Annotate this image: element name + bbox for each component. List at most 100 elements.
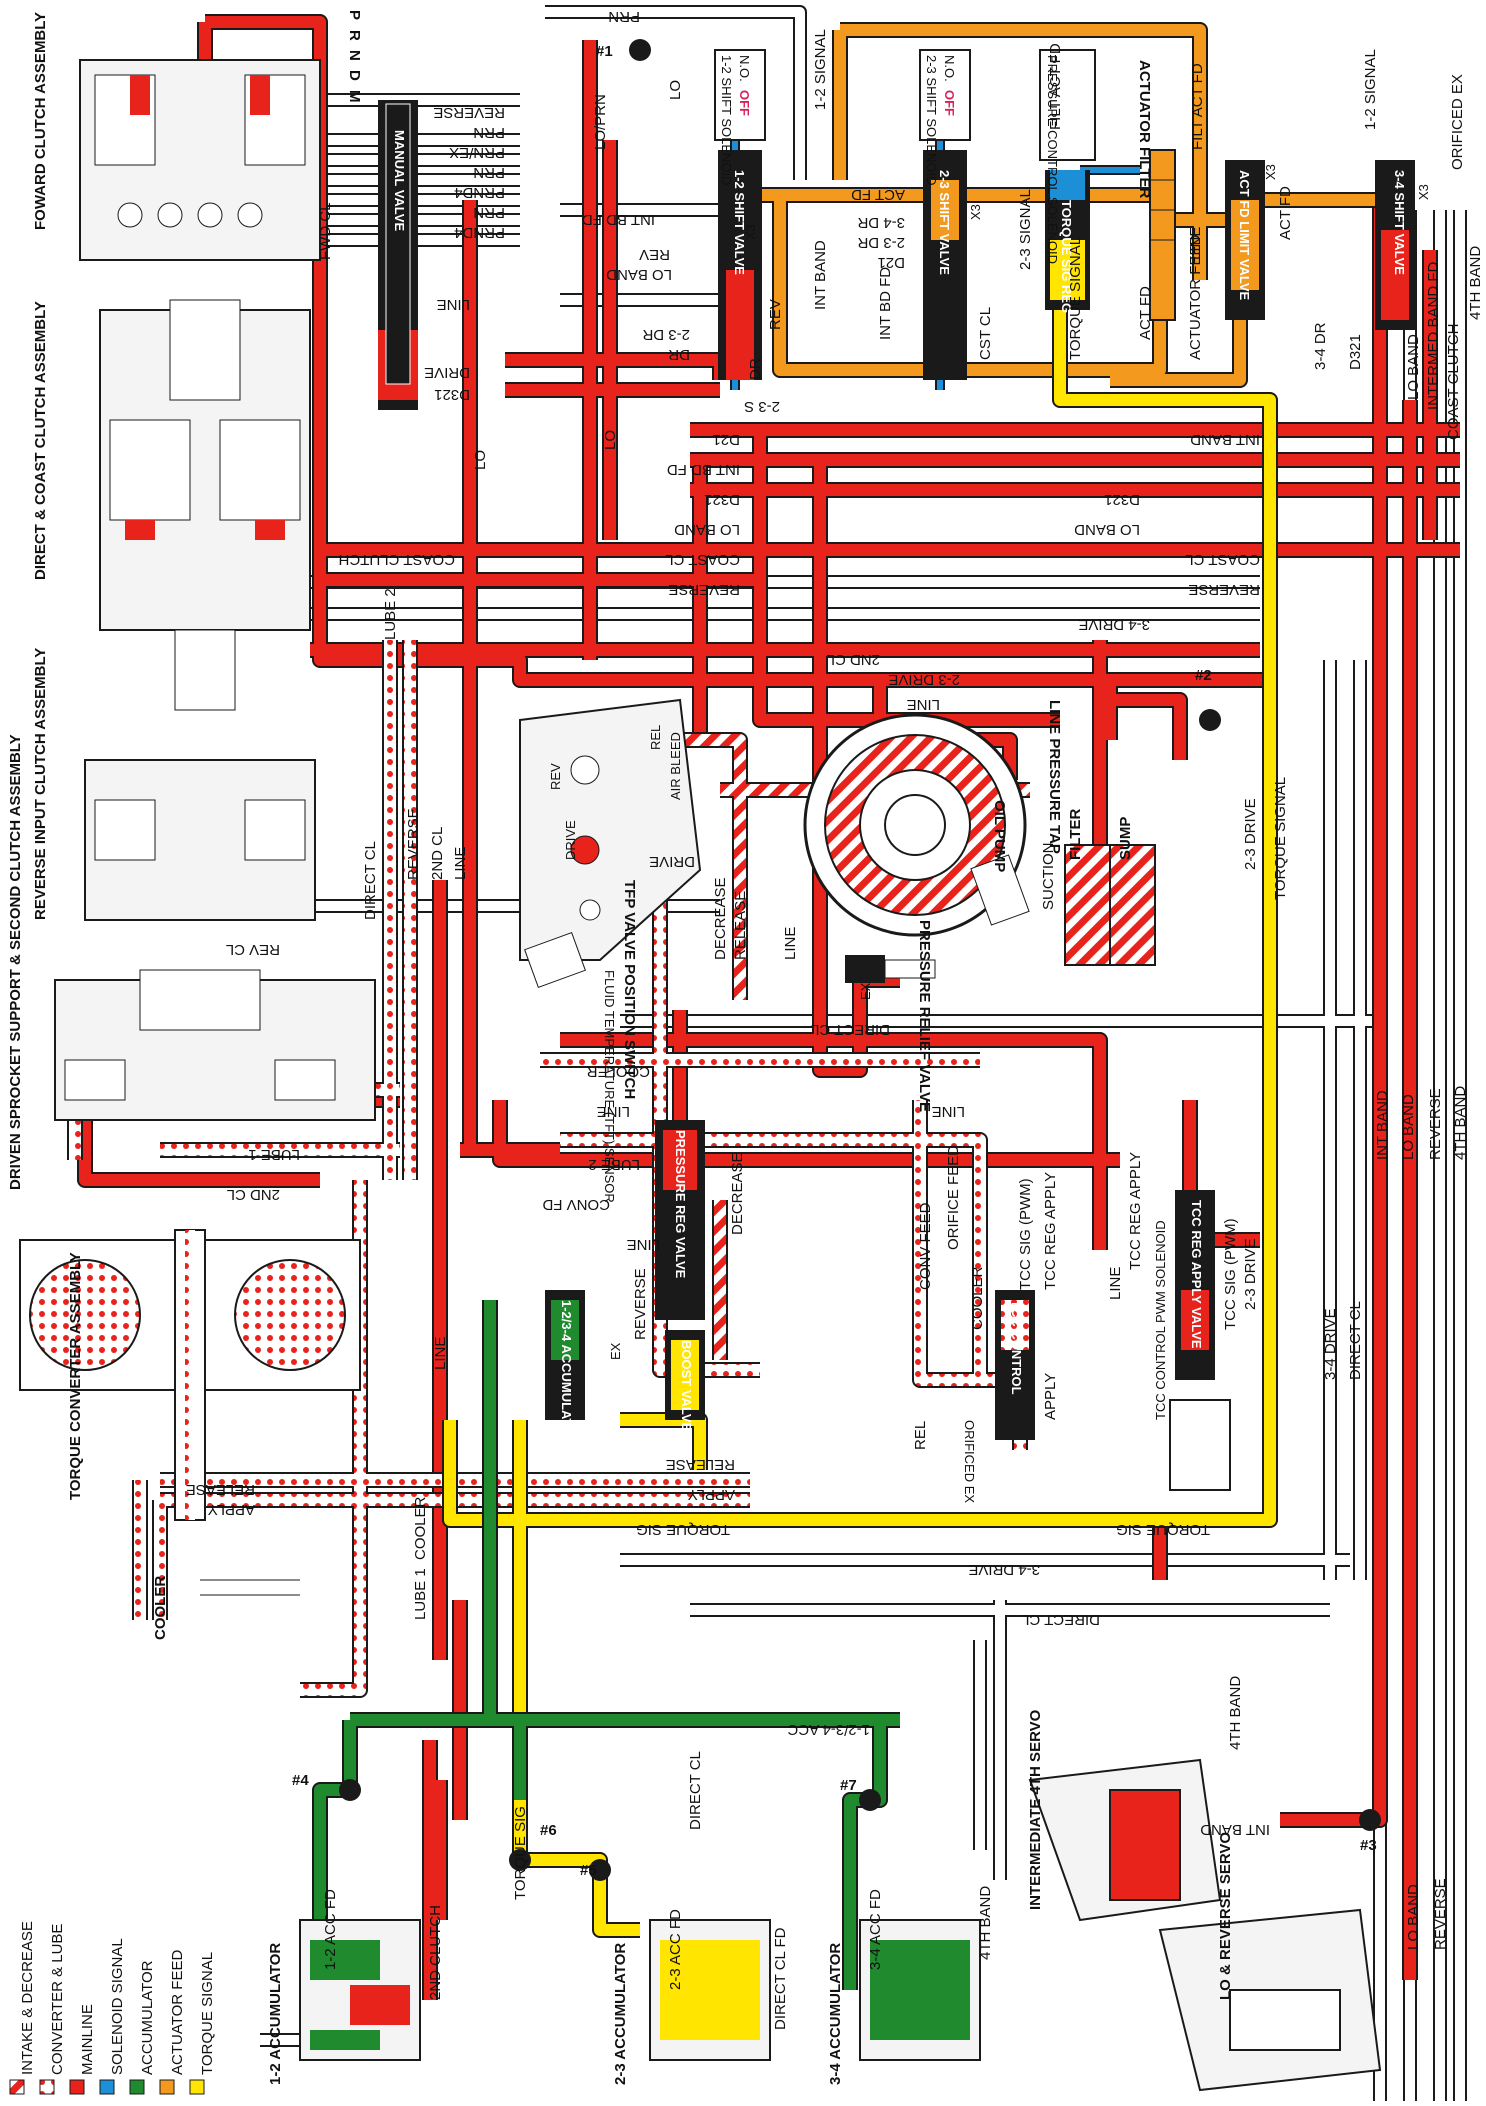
label-torque-sig-reg: TORQUE SIG REG: [1059, 200, 1074, 313]
passage-label-direct-cl-fd: DIRECT CL FD: [772, 1927, 789, 2030]
passage-label-dr23: 2-3 DR: [642, 326, 690, 343]
passage-label-actuator-feed: ACTUATOR FEED: [1187, 235, 1204, 360]
legend-item-converter: CONVERTER & LUBE: [39, 1924, 66, 2095]
passage-label-sig12: 1-2 SIGNAL: [812, 29, 829, 110]
passage-label-int-bd-fd-2: INT BD FD: [667, 461, 740, 478]
act-fd-limit-valve: [1225, 160, 1265, 320]
legend: INTAKE & DECREASE CONVERTER & LUBE MAINL…: [9, 1921, 216, 2095]
checkball-5-label: #5: [580, 1862, 597, 1879]
checkball-6-label: #6: [540, 1822, 557, 1839]
label-solenoid-23: 2-3 SHIFT SOLENOID: [924, 55, 939, 186]
torque-sig-reg-valve: [1039, 49, 1096, 310]
label-pressure-reg: PRESSURE REG VALVE: [673, 1130, 688, 1279]
passage-label-release-v: RELEASE: [732, 891, 749, 960]
passage-label-lube1: LUBE 1: [248, 1146, 300, 1163]
passage-label-cooler-v: COOLER: [969, 1266, 986, 1330]
shift-valve-23: [919, 49, 971, 380]
label-solenoid-12: 1-2 SHIFT SOLENOID: [719, 55, 734, 186]
passage-label-lo-band-servo: LO BAND: [1405, 1884, 1422, 1950]
passage-label-coast-cl-2: COAST CL: [1185, 551, 1260, 568]
passage-label-coast-cl: COAST CL: [665, 551, 740, 568]
label-sump: SUMP: [1117, 817, 1134, 860]
passage-label-lo-band: LO BAND: [674, 521, 740, 538]
passage-label-prnd4-2: PRND4: [454, 224, 505, 241]
passage-label-reverse-servo: REVERSE: [1432, 1878, 1449, 1950]
tcc-reg-apply-valve: [1169, 1190, 1231, 1491]
passage-label-apply: APPLY: [688, 1486, 735, 1503]
gear-letter-p: P: [346, 10, 363, 20]
solenoid-labels: 1-2 SHIFT SOLENOID N.O. OFF 2-3 SHIFT SO…: [719, 55, 1060, 264]
passage-label-line-acc: LINE: [432, 1337, 449, 1370]
label-torque-converter: TORQUE CONVERTER ASSEMBLY: [67, 1252, 84, 1500]
passage-label-x3-34: X3: [1416, 184, 1431, 200]
label-filter: FILTER: [1067, 808, 1084, 860]
passage-label-line-v: LINE: [452, 847, 469, 880]
passage-label-coast-clutch: COAST CLUTCH: [339, 551, 455, 568]
driven-sprocket-assembly: [54, 969, 376, 1121]
label-solenoid-12-state: N.O.: [737, 55, 752, 82]
tfp-valve-position-switch: [519, 698, 702, 988]
passage-label-rel-tfp: REL: [648, 725, 663, 750]
passage-label-drive-manual: DRIVE: [424, 364, 470, 381]
actuator-filter: [1149, 149, 1176, 321]
passage-label-suction: SUCTION: [1040, 843, 1057, 911]
reverse-input-clutch-assembly: [84, 759, 316, 921]
label-boost-valve: BOOST VALVE: [679, 1340, 694, 1432]
passage-label-line-relief: LINE: [782, 927, 799, 960]
passage-label-direct-cl-v: DIRECT CL: [362, 841, 379, 920]
passage-label-dr-v: DR: [747, 358, 764, 380]
label-accumulator-34: 3-4 ACCUMULATOR: [827, 1943, 844, 2085]
passage-label-prn: PRN: [608, 8, 640, 25]
torque-converter-assembly: [19, 1229, 361, 1521]
passage-label-filt-act-fd-2: FILT ACT FD: [1189, 63, 1206, 150]
passage-label-lo-band-v: LO BAND: [1405, 334, 1422, 400]
passage-label-dr34: 3-4 DR: [857, 214, 905, 231]
label-pc-solenoid: PRESSURE CONTROL SOLENOID: [1045, 55, 1060, 264]
passage-label-dr23-2: 2-3 DR: [857, 234, 905, 251]
passage-label-d321-manual: D321: [434, 386, 470, 403]
legend-label-solenoid: SOLENOID SIGNAL: [109, 1938, 126, 2075]
passage-label-int-bd-fd-v: INT BD FD: [877, 267, 894, 340]
label-direct-coast-clutch: DIRECT & COAST CLUTCH ASSEMBLY: [32, 301, 49, 580]
passage-label-rev-cl: REV CL: [226, 941, 280, 958]
passage-label-lo-2: LO: [472, 450, 489, 470]
passage-label-orificed-ex: ORIFICED EX: [1449, 74, 1466, 170]
direct-coast-clutch-assembly: [99, 299, 311, 711]
pressure-reg-valve: [655, 1120, 705, 1320]
pressure-relief-valve: [845, 955, 936, 983]
label-manual-valve: MANUAL VALVE: [392, 130, 407, 231]
passage-label-drive34-v: 3-4 DRIVE: [1322, 1308, 1339, 1380]
passage-label-release-tc: RELEASE: [186, 1481, 255, 1498]
passage-label-torque-sig-v: TORQUE SIG: [512, 1806, 529, 1900]
label-cooler: COOLER: [152, 1576, 169, 1640]
label-shift-valve-34: 3-4 SHIFT VALVE: [1392, 170, 1407, 275]
passage-label-lo-3: LO: [602, 430, 619, 450]
passage-labels-vertical: FWD CL LO/PRN LO LO LO REV DR 1-2 SIGNAL…: [317, 29, 1484, 2030]
passage-label-line-manual: LINE: [437, 296, 470, 313]
passage-label-reverse-1: REVERSE: [433, 104, 505, 121]
legend-item-mainline: MAINLINE: [69, 2004, 96, 2095]
manual-valve: [378, 100, 418, 410]
checkball-7-label: #7: [840, 1777, 857, 1794]
label-act-fd-limit: ACT FD LIMIT VALVE: [1237, 170, 1252, 301]
legend-item-intake: INTAKE & DECREASE: [9, 1921, 36, 2095]
passage-label-d321-v: D321: [1347, 334, 1364, 370]
checkball-5: #5: [580, 1859, 611, 1881]
label-lo-reverse-servo: LO & REVERSE SERVO: [1217, 1832, 1234, 2000]
passage-label-reverse-v2: REVERSE: [1427, 1088, 1444, 1160]
legend-swatch-torque: [189, 2079, 205, 2095]
passage-label-coast-clutch-v: COAST CLUTCH: [1445, 324, 1462, 440]
passage-labels-horizontal: PRN REVERSE PRN PRN/EX PRN PRND4 PRN PRN…: [186, 8, 1270, 1838]
accumulator-12: [299, 1919, 421, 2061]
legend-swatch-intake: [9, 2079, 25, 2095]
passage-label-torque-signal-top: TORQUE SIGNAL: [1067, 237, 1084, 360]
gear-letter-d: D: [346, 70, 363, 81]
passage-label-direct-cl-v3: DIRECT CL: [687, 1751, 704, 1830]
passage-label-2nd-clutch: 2ND CLUTCH: [427, 1905, 444, 2000]
passage-label-cst-cl: CST CL: [977, 307, 994, 360]
legend-item-torque: TORQUE SIGNAL: [189, 1952, 216, 2095]
passage-label-dr34-v: 3-4 DR: [1312, 322, 1329, 370]
passage-label-2nd-cl-2: 2ND CL: [227, 1186, 280, 1203]
